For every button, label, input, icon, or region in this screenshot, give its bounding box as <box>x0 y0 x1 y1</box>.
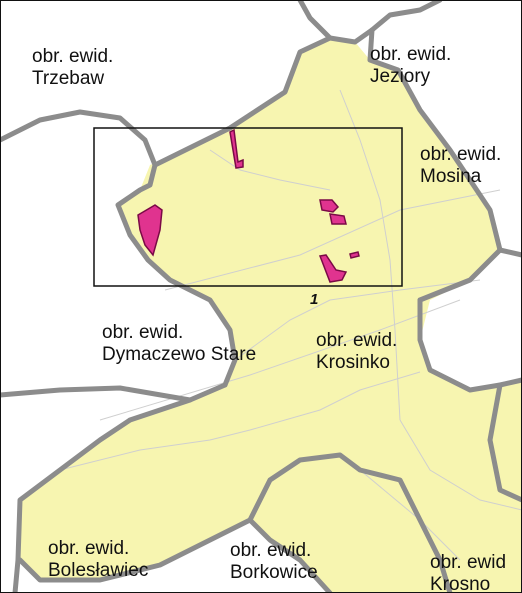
label-jeziory: obr. ewid. Jeziory <box>370 44 452 87</box>
parcel-east-a <box>319 199 340 213</box>
parcel-east-c <box>349 251 360 259</box>
plot-number-label: 1 <box>310 291 319 308</box>
label-mosina: obr. ewid. Mosina <box>420 144 502 187</box>
label-trzebaw: obr. ewid. Trzebaw <box>32 46 114 89</box>
krosinko-precinct-area <box>18 38 522 593</box>
parcel-north-strip <box>229 128 244 169</box>
parcels <box>137 128 360 283</box>
parcel-south <box>318 254 348 283</box>
parcel-west <box>137 204 163 257</box>
parcel-east-b <box>329 213 347 225</box>
plan-extent-rectangle <box>93 127 403 287</box>
label-boleslawiec: obr. ewid. Bolesławiec <box>48 538 149 581</box>
label-borkowice: obr. ewid. Borkowice <box>230 540 318 583</box>
label-krosno: obr. ewid Krosno <box>430 552 507 593</box>
label-krosinko: obr. ewid. Krosinko <box>316 330 398 373</box>
label-dymaczewo-stare: obr. ewid. Dymaczewo Stare <box>102 322 257 365</box>
